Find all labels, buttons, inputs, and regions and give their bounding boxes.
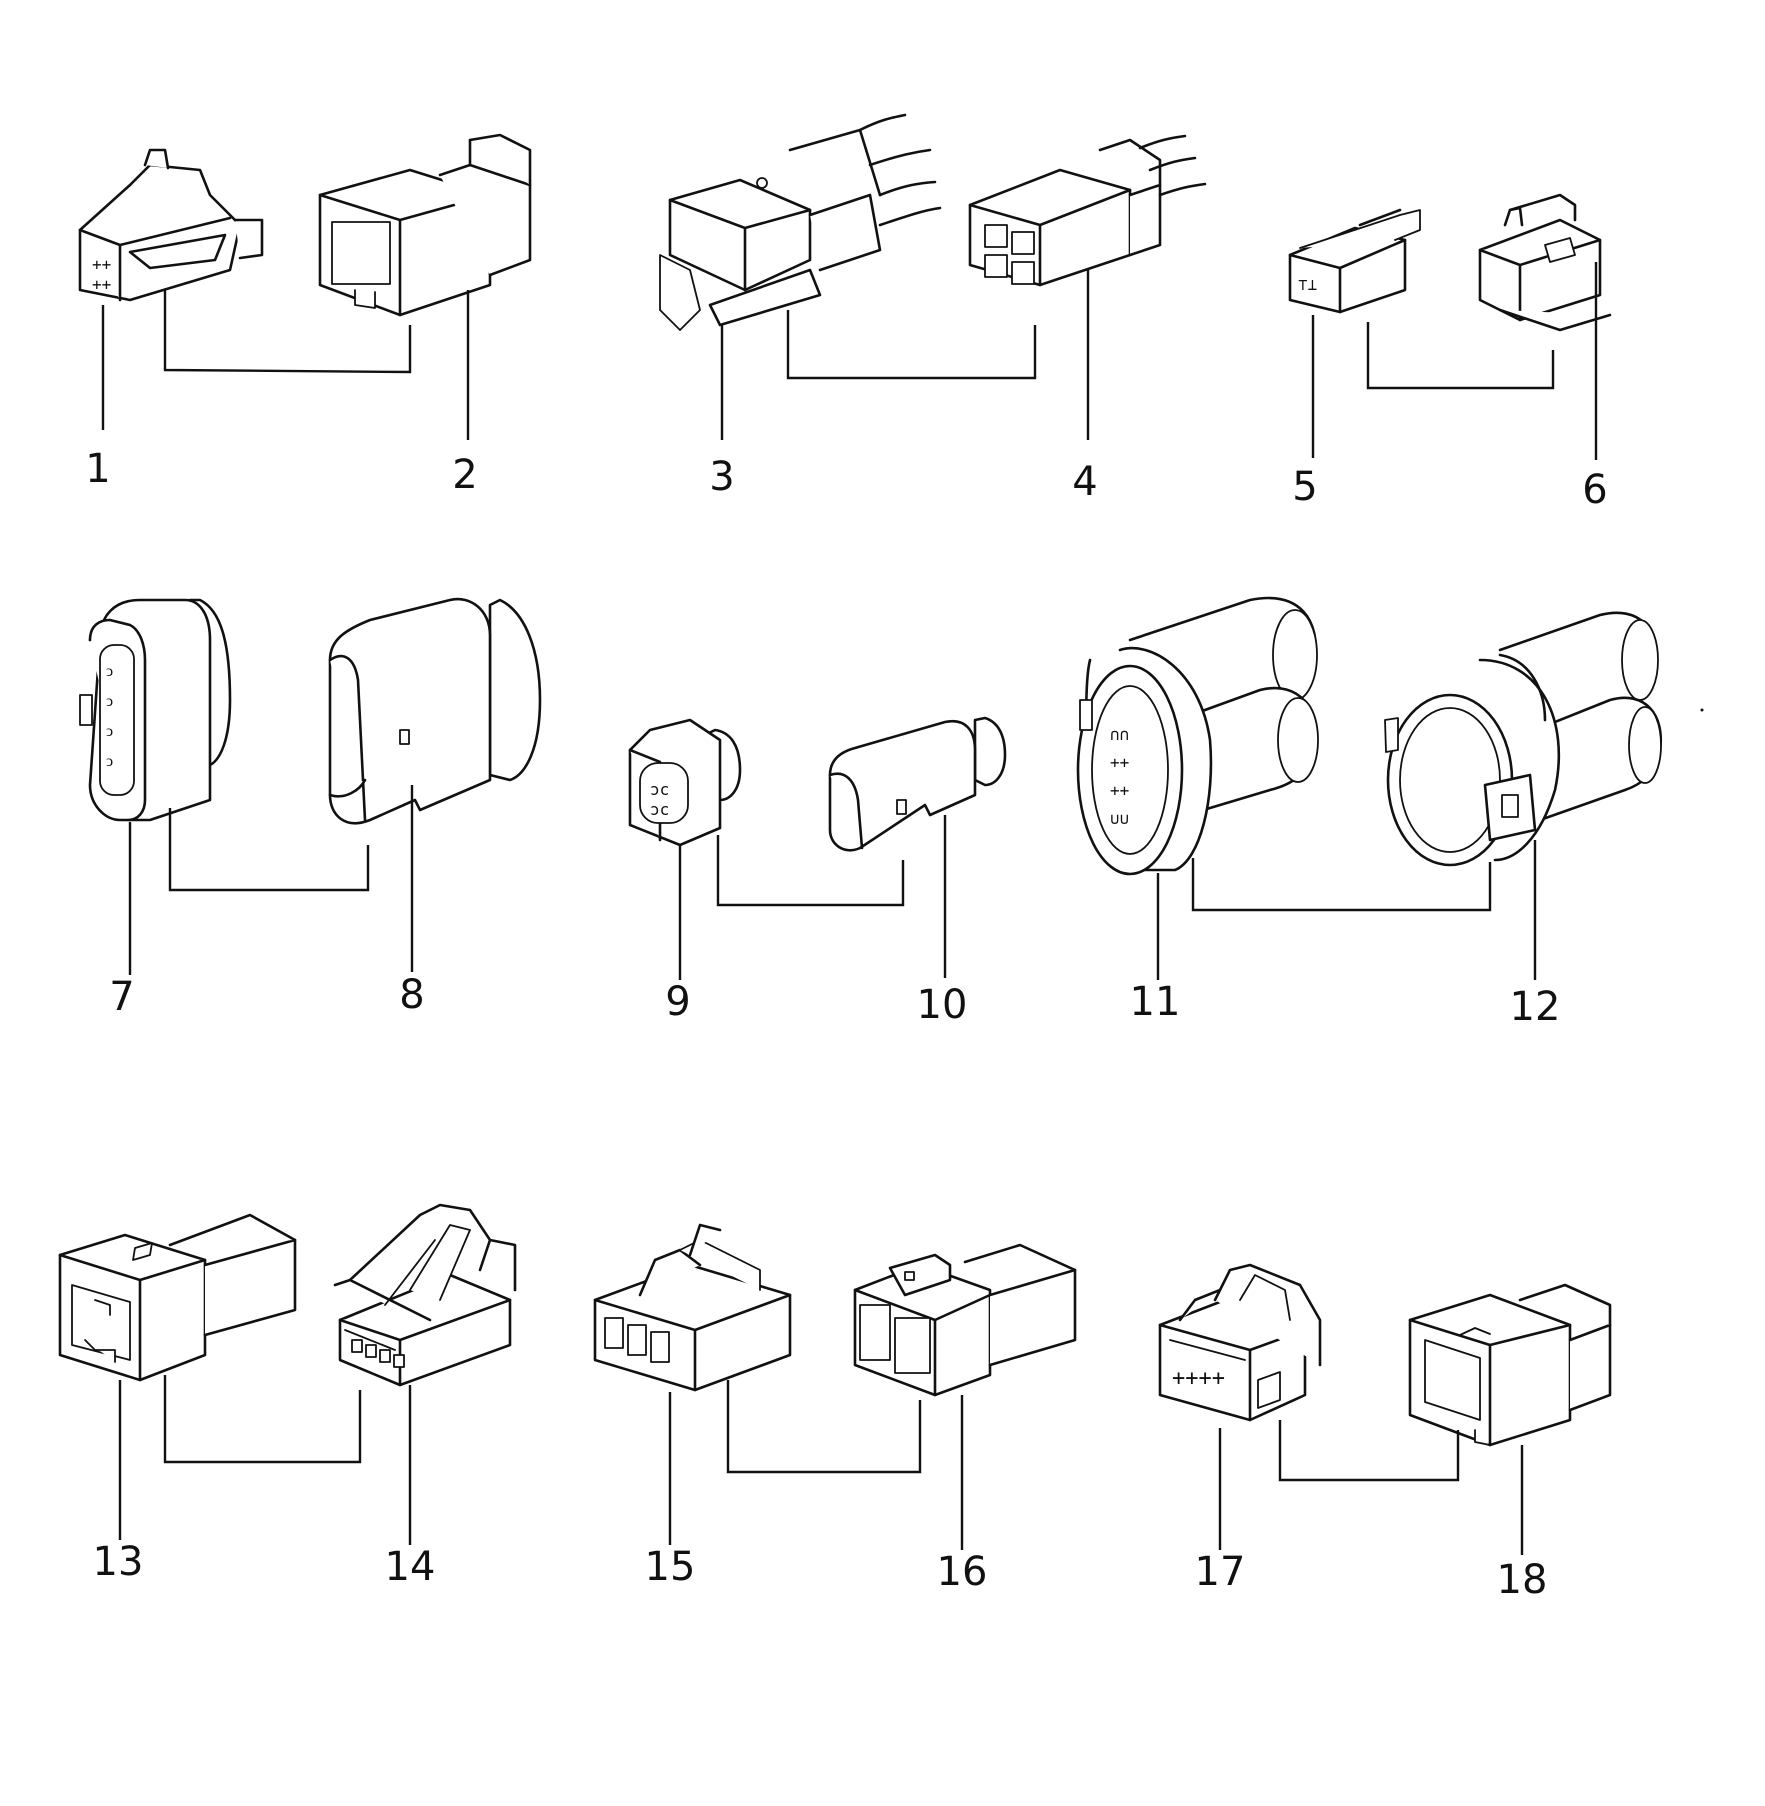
- callout-8: 8: [399, 972, 424, 1018]
- callout-5: 5: [1292, 464, 1317, 510]
- callout-4: 4: [1072, 459, 1097, 505]
- connector-part-13: [58, 1213, 297, 1382]
- callout-12: 12: [1510, 984, 1561, 1030]
- callout-16: 16: [937, 1549, 988, 1595]
- callout-14: 14: [385, 1544, 436, 1590]
- connector-part-7: ↄ ↄ ↄ ↄ: [79, 598, 232, 822]
- callout-17: 17: [1195, 1549, 1246, 1595]
- bracket-13-14: [163, 1375, 362, 1464]
- connector-part-11: ∩∩ ++ ++ ∪∪: [1076, 596, 1319, 876]
- connector-part-8: [328, 597, 542, 825]
- svg-text:++++: ++++: [1172, 1366, 1225, 1391]
- svg-text:ↄ: ↄ: [106, 661, 113, 680]
- leader-lines: [101, 262, 1598, 1555]
- callout-3: 3: [709, 454, 734, 500]
- connector-part-4: [968, 134, 1207, 287]
- bracket-9-10: [716, 835, 905, 907]
- bracket-17-18: [1278, 1420, 1460, 1482]
- callout-1: 1: [85, 446, 110, 492]
- connector-part-5: ⊤⊥: [1288, 208, 1421, 314]
- bracket-3-4: [786, 310, 1037, 380]
- svg-text:++: ++: [1110, 781, 1129, 800]
- svg-text:++: ++: [92, 275, 111, 294]
- callout-13: 13: [93, 1539, 144, 1585]
- connector-part-2: [318, 133, 532, 317]
- connector-part-12: [1384, 611, 1663, 867]
- callout-2: 2: [452, 452, 477, 498]
- svg-text:⊤⊥: ⊤⊥: [1298, 275, 1317, 294]
- callout-7: 7: [109, 974, 134, 1020]
- connector-part-6: [1478, 193, 1612, 332]
- svg-text:ɔc: ɔc: [650, 800, 669, 819]
- connector-part-10: [828, 716, 1007, 852]
- bracket-5-6: [1366, 322, 1555, 390]
- connector-part-18: [1408, 1283, 1612, 1447]
- callout-18: 18: [1497, 1557, 1548, 1603]
- stray-dot: [1700, 708, 1704, 712]
- connector-part-17: ++++: [1158, 1263, 1322, 1422]
- callout-10: 10: [917, 982, 968, 1028]
- callout-15: 15: [645, 1544, 696, 1590]
- svg-text:++: ++: [1110, 753, 1129, 772]
- connector-part-1: ++ ++: [78, 148, 264, 302]
- svg-text:∩∩: ∩∩: [1110, 725, 1129, 744]
- svg-text:++: ++: [92, 255, 111, 274]
- connector-part-9: ɔc ɔc: [628, 718, 742, 847]
- svg-text:ɔc: ɔc: [650, 780, 669, 799]
- callout-labels: 1 2 3 4 5 6 7 8 9 10 11 12 13 14 15 16 1…: [85, 446, 1607, 1603]
- svg-text:ↄ: ↄ: [106, 691, 113, 710]
- callout-6: 6: [1582, 467, 1607, 513]
- svg-text:∪∪: ∪∪: [1110, 809, 1129, 828]
- svg-text:ↄ: ↄ: [106, 751, 113, 770]
- callout-9: 9: [665, 979, 690, 1025]
- bracket-1-2: [163, 290, 412, 374]
- connector-part-15: [593, 1223, 792, 1392]
- bracket-7-8: [168, 808, 370, 892]
- bracket-15-16: [726, 1380, 922, 1474]
- bracket-11-12: [1191, 858, 1492, 912]
- connector-part-16: [853, 1243, 1077, 1397]
- callout-11: 11: [1130, 979, 1181, 1025]
- connector-part-14: [333, 1203, 517, 1387]
- connector-part-3: [659, 113, 942, 331]
- svg-text:ↄ: ↄ: [106, 721, 113, 740]
